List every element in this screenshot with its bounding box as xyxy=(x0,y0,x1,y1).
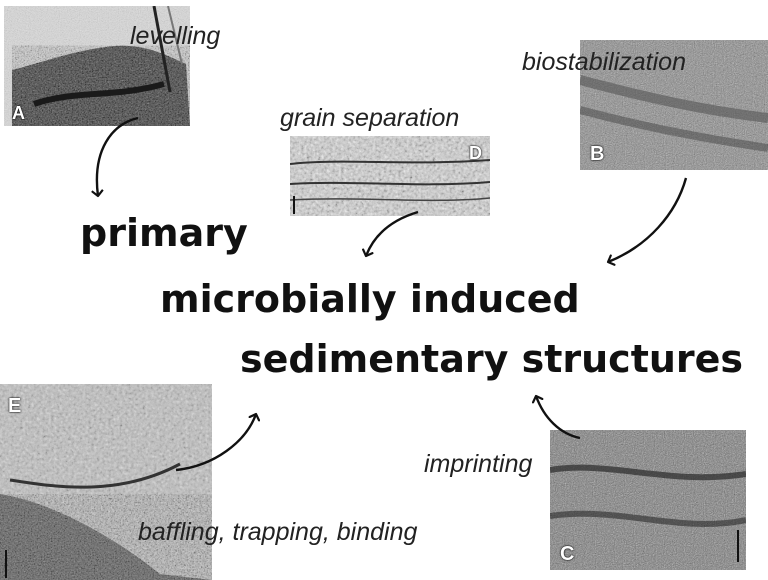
photo-d-grain-separation: D xyxy=(290,136,490,216)
heading-microbially-induced: microbially induced xyxy=(160,280,580,318)
label-imprinting: imprinting xyxy=(424,452,532,477)
label-baffling-trapping-binding: baffling, trapping, binding xyxy=(138,520,417,545)
panel-letter-b: B xyxy=(590,144,604,164)
heading-primary: primary xyxy=(80,214,248,252)
arrow-from-b xyxy=(608,178,686,262)
photo-d-image xyxy=(290,136,490,216)
panel-letter-e: E xyxy=(8,396,21,416)
heading-sedimentary-structures: sedimentary structures xyxy=(240,340,743,378)
panel-letter-d: D xyxy=(469,144,482,162)
panel-letter-a: A xyxy=(12,104,25,122)
panel-letter-c: C xyxy=(560,544,574,564)
photo-e-image xyxy=(0,384,212,580)
photo-e-baffling: E xyxy=(0,384,212,580)
arrow-from-a xyxy=(97,118,138,196)
arrow-from-d xyxy=(366,212,418,256)
label-biostabilization: biostabilization xyxy=(522,50,686,75)
photo-c-imprinting: C xyxy=(550,430,746,570)
label-levelling: levelling xyxy=(130,24,220,49)
label-grain-separation: grain separation xyxy=(280,106,459,131)
photo-c-image xyxy=(550,430,746,570)
